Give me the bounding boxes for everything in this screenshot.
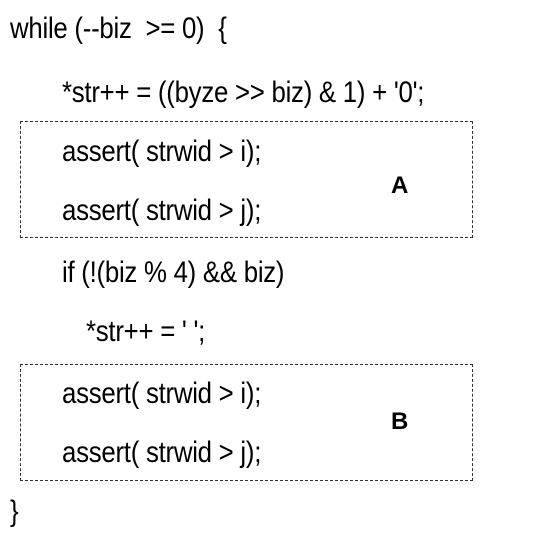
box-a-label: A bbox=[391, 172, 409, 199]
code-line-assert-i-a: assert( strwid > i); bbox=[62, 135, 262, 168]
code-line-str-space: *str++ = ' '; bbox=[86, 315, 206, 348]
code-line-str-assign: *str++ = ((byze >> biz) & 1) + '0'; bbox=[62, 76, 425, 109]
code-line-assert-j-b: assert( strwid > j); bbox=[62, 436, 262, 469]
code-line-while: while (--biz >= 0) { bbox=[10, 12, 227, 45]
code-line-close-brace: } bbox=[10, 495, 19, 528]
assert-box-a bbox=[20, 121, 473, 238]
code-line-if: if (!(biz % 4) && biz) bbox=[62, 256, 285, 289]
box-b-label: B bbox=[391, 408, 409, 435]
code-line-assert-i-b: assert( strwid > i); bbox=[62, 377, 262, 410]
code-line-assert-j-a: assert( strwid > j); bbox=[62, 194, 262, 227]
assert-box-b bbox=[20, 364, 473, 481]
